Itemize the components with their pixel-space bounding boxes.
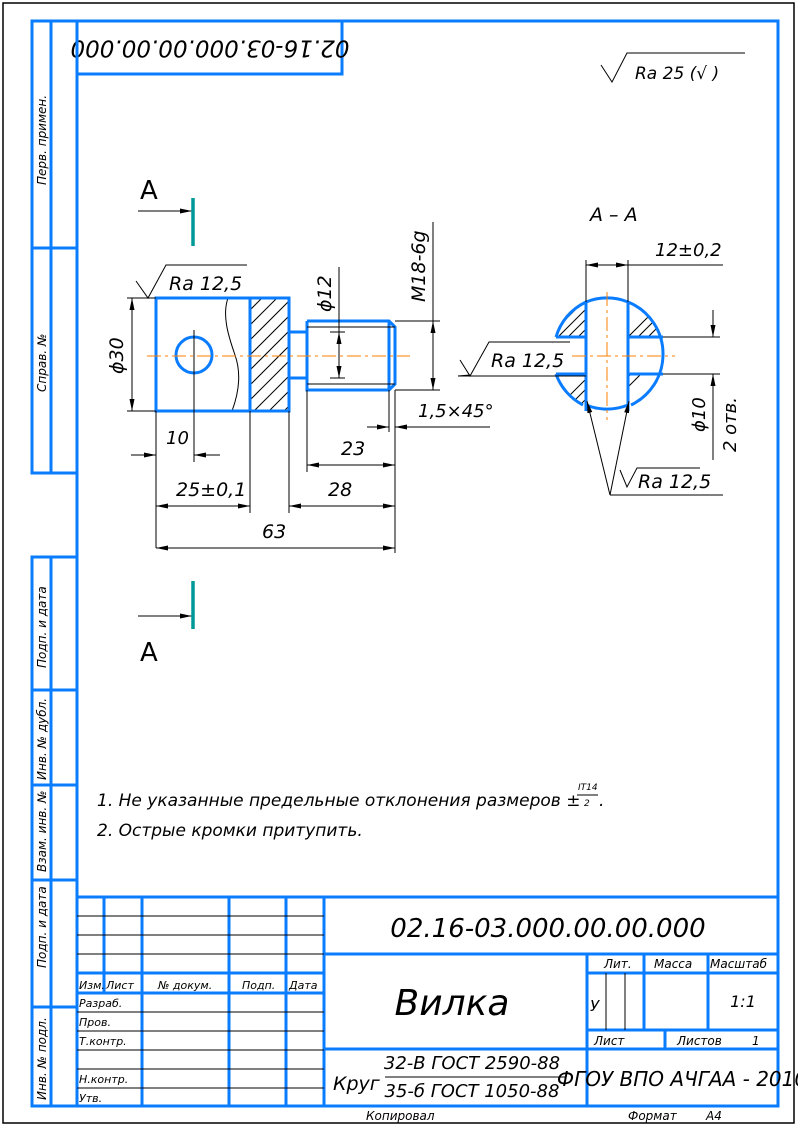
sheet-label: Лист [593,1034,625,1048]
organization: ФГОУ ВПО АЧГАА - 2010 [557,1067,798,1091]
dim-len63: 63 [262,521,286,543]
material-label: Круг [333,1073,381,1095]
header-list: Лист [105,979,134,992]
dim-len23: 23 [341,438,365,460]
format-value: А4 [705,1109,722,1123]
mass-label: Масса [654,957,692,971]
dimensions-main-view: ϕ30 ϕ12 M18-6g 1,5×45° 10 23 [106,222,494,553]
part-name: Вилка [395,983,510,1024]
role-nkontr: Н.контр. [79,1073,128,1086]
dim-hole-dia: ϕ10 [689,397,710,432]
scale-value: 1:1 [730,992,756,1011]
technical-notes: 1. Не указанные предельные отклонения ра… [97,783,604,841]
header-podp: Подп. [242,979,275,992]
label-perv-primen: Перв. примен. [35,95,49,185]
format-label: Формат [628,1109,678,1123]
section-letter-bottom: A [140,638,158,668]
title-designation: 02.16-03.000.00.00.000 [390,914,705,944]
note-1: 1. Не указанные предельные отклонения ра… [97,791,580,811]
sheets-label: Листов [676,1034,722,1048]
note-2: 2. Острые кромки притупить. [97,821,363,841]
roughness-left-view: Ra 12,5 [169,273,242,295]
general-roughness: Ra 25 (√ ) [600,52,745,84]
copied-label: Копировал [366,1109,435,1123]
label-podp-data-2: Подп. и дата [35,886,49,968]
label-inv-dubl: Инв. № дубл. [35,698,49,780]
roughness-section-bottom: Ra 12,5 [638,471,711,493]
main-view [147,296,410,413]
role-prov: Пров. [79,1016,111,1029]
label-sprav-no: Справ. № [35,334,49,392]
rotated-designation: 02.16-03.000.00.00.000 [71,35,350,61]
sheets-value: 1 [752,1034,760,1048]
material-denominator: 35-б ГОСТ 1050-88 [385,1081,560,1102]
dim-slot: 12±0,2 [655,240,722,261]
section-letter-top: A [140,176,158,206]
section-title: А – А [588,204,638,226]
header-data: Дата [288,979,318,992]
lit-label: Лит. [603,957,632,971]
header-doc-no: № докум. [157,979,212,992]
note-fraction-period: . [599,791,604,811]
dim-dia30: ϕ30 [106,337,128,374]
lit-value: У [590,997,600,1015]
dim-dia12: ϕ12 [314,275,336,312]
note-fraction-numerator: IT14 [578,783,598,793]
label-vzam-inv: Взам. инв. № [35,791,49,872]
dim-chamfer: 1,5×45° [418,401,494,422]
label-inv-podl: Инв. № подл. [35,1017,49,1100]
section-view: А – А [457,204,741,496]
dim-len25: 25±0,1 [176,479,246,501]
dim-len10: 10 [166,428,189,449]
roughness-section-left: Ra 12,5 [491,350,564,372]
dim-thread: M18-6g [408,230,430,302]
label-podp-data-1: Подп. и дата [35,586,49,668]
title-block: Изм. Лист № докум. Подп. Дата Разраб. Пр… [77,895,798,1106]
dim-len28: 28 [328,479,352,501]
general-roughness-text: Ra 25 (√ ) [635,64,719,84]
role-razrab: Разраб. [79,997,122,1010]
scale-label: Масштаб [710,957,768,971]
section-marker-bottom: A [138,581,195,668]
header-izm: Изм. [79,979,105,992]
dim-hole-count: 2 отв. [720,397,741,452]
side-stamp: Перв. примен. Справ. № Подп. и дата Инв.… [30,19,79,1108]
role-tkontr: Т.контр. [79,1035,127,1048]
role-utv: Утв. [79,1092,102,1105]
material-numerator: 32-В ГОСТ 2590-88 [384,1053,560,1074]
section-marker-top: A [138,176,195,246]
note-fraction-denominator: 2 [584,799,590,809]
rotated-designation-box: 02.16-03.000.00.00.000 [71,19,350,76]
